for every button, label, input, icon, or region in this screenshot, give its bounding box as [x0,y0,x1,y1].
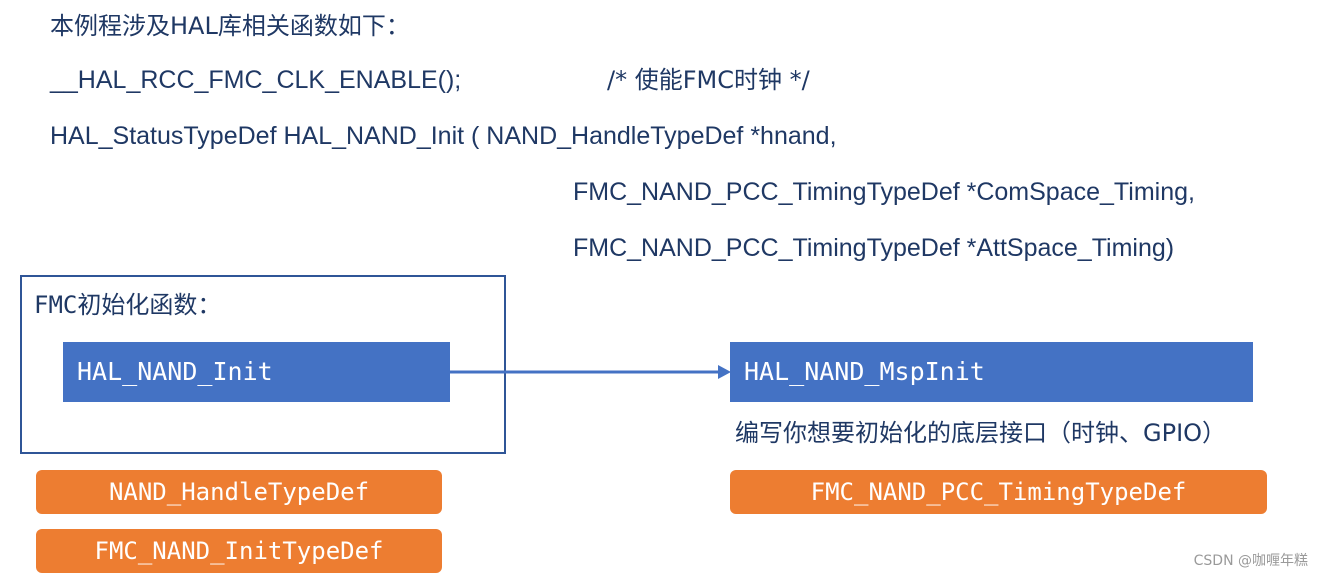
fmc-init-frame-title: FMC初始化函数： [34,291,222,319]
nand-init-signature-line3: FMC_NAND_PCC_TimingTypeDef *AttSpace_Tim… [573,234,1175,262]
nand-init-signature-line1: HAL_StatusTypeDef HAL_NAND_Init ( NAND_H… [50,122,837,150]
fmc-nand-pcc-timingtypedef-tag: FMC_NAND_PCC_TimingTypeDef [730,470,1267,514]
nand-init-signature-line2: FMC_NAND_PCC_TimingTypeDef *ComSpace_Tim… [573,178,1195,206]
intro-heading: 本例程涉及HAL库相关函数如下： [50,12,410,40]
csdn-watermark: CSDN @咖喱年糕 [1193,553,1308,569]
hal-nand-mspinit-box: HAL_NAND_MspInit [730,342,1253,402]
fmc-init-frame: FMC初始化函数： [20,275,506,454]
clk-enable-comment: /* 使能FMC时钟 */ [607,66,810,94]
fmc-nand-inittypedef-tag: FMC_NAND_InitTypeDef [36,529,442,573]
mspinit-caption: 编写你想要初始化的底层接口（时钟、GPIO） [735,419,1227,447]
hal-nand-init-box: HAL_NAND_Init [63,342,450,402]
nand-handletypedef-tag: NAND_HandleTypeDef [36,470,442,514]
clk-enable-macro: __HAL_RCC_FMC_CLK_ENABLE(); [50,66,462,94]
